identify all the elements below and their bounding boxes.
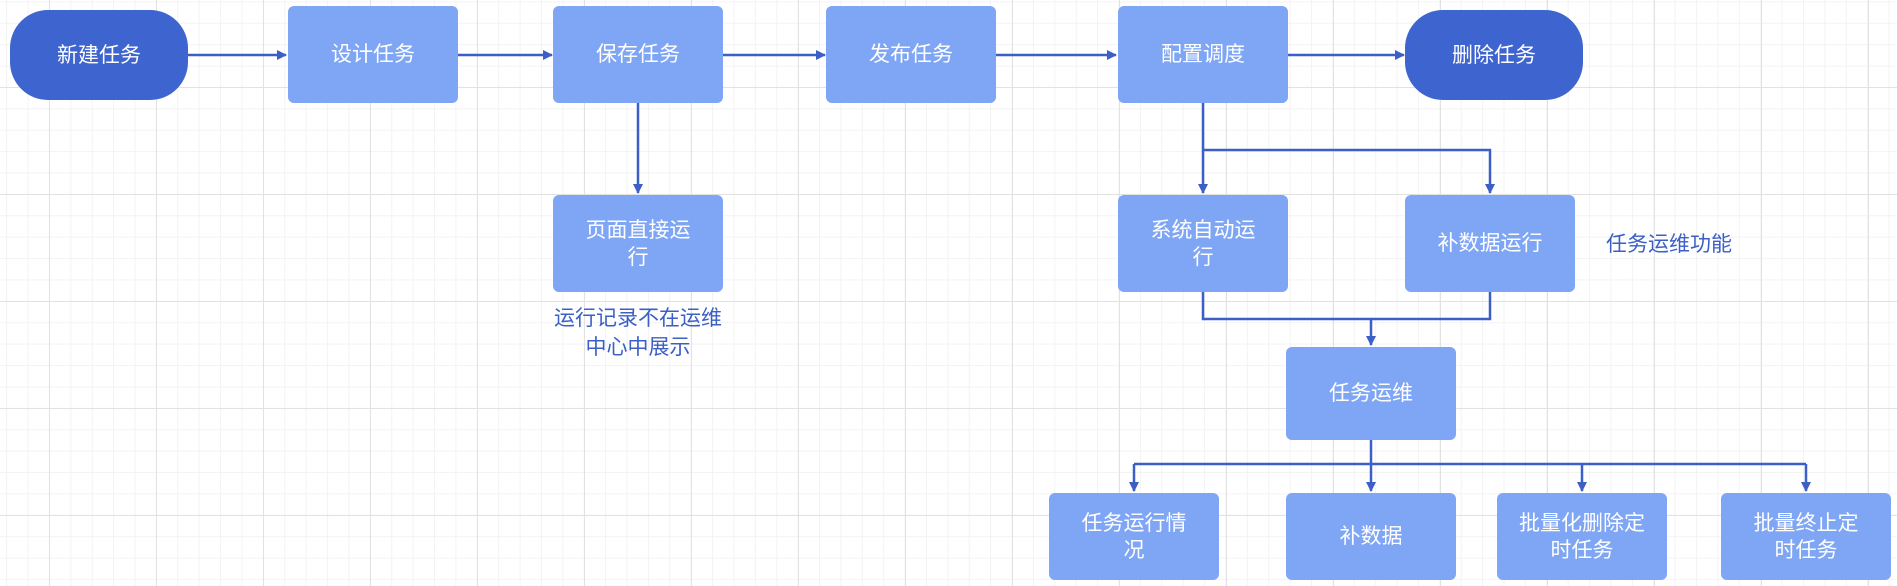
edge-backfill-run-to-ops [1371, 292, 1492, 321]
node-batch-delete-scheduled[interactable]: 批量化删除定时任务 [1497, 493, 1667, 580]
note-ops-features-text: 任务运维功能 [1606, 232, 1732, 256]
node-backfill-data-label: 补数据 [1339, 524, 1403, 548]
node-save-task-label: 保存任务 [596, 42, 680, 66]
node-delete-task[interactable]: 删除任务 [1405, 10, 1583, 100]
edge-config-to-backfill-run [1203, 148, 1495, 194]
node-system-auto-run[interactable]: 系统自动运行 [1118, 195, 1288, 292]
node-backfill-run[interactable]: 补数据运行 [1405, 195, 1575, 292]
node-new-task[interactable]: 新建任务 [10, 10, 188, 100]
node-batch-delete-scheduled-label: 批量化删除定时任务 [1519, 510, 1645, 562]
edge-auto-run-to-ops [1201, 292, 1376, 346]
node-new-task-label: 新建任务 [57, 42, 141, 67]
node-page-direct-run-label: 页面直接运行 [585, 217, 691, 269]
node-task-ops[interactable]: 任务运维 [1286, 347, 1456, 440]
node-task-run-status[interactable]: 任务运行情况 [1049, 493, 1219, 580]
node-config-schedule-label: 配置调度 [1161, 42, 1245, 66]
node-publish-task-label: 发布任务 [869, 42, 953, 66]
node-backfill-data[interactable]: 补数据 [1286, 493, 1456, 580]
node-batch-stop-scheduled-label: 批量终止定时任务 [1753, 510, 1859, 562]
node-design-task-label: 设计任务 [331, 42, 415, 66]
node-save-task[interactable]: 保存任务 [553, 6, 723, 103]
node-publish-task[interactable]: 发布任务 [826, 6, 996, 103]
node-config-schedule[interactable]: 配置调度 [1118, 6, 1288, 103]
note-run-record: 运行记录不在运维中心中展示 [548, 304, 728, 362]
node-page-direct-run[interactable]: 页面直接运行 [553, 195, 723, 292]
node-delete-task-label: 删除任务 [1452, 42, 1536, 67]
note-ops-features: 任务运维功能 [1606, 230, 1756, 259]
node-batch-stop-scheduled[interactable]: 批量终止定时任务 [1721, 493, 1891, 580]
node-task-run-status-label: 任务运行情况 [1081, 510, 1187, 562]
node-task-ops-label: 任务运维 [1329, 381, 1413, 405]
node-system-auto-run-label: 系统自动运行 [1150, 217, 1256, 269]
node-backfill-run-label: 补数据运行 [1437, 231, 1543, 255]
node-design-task[interactable]: 设计任务 [288, 6, 458, 103]
note-run-record-text: 运行记录不在运维中心中展示 [554, 306, 722, 359]
